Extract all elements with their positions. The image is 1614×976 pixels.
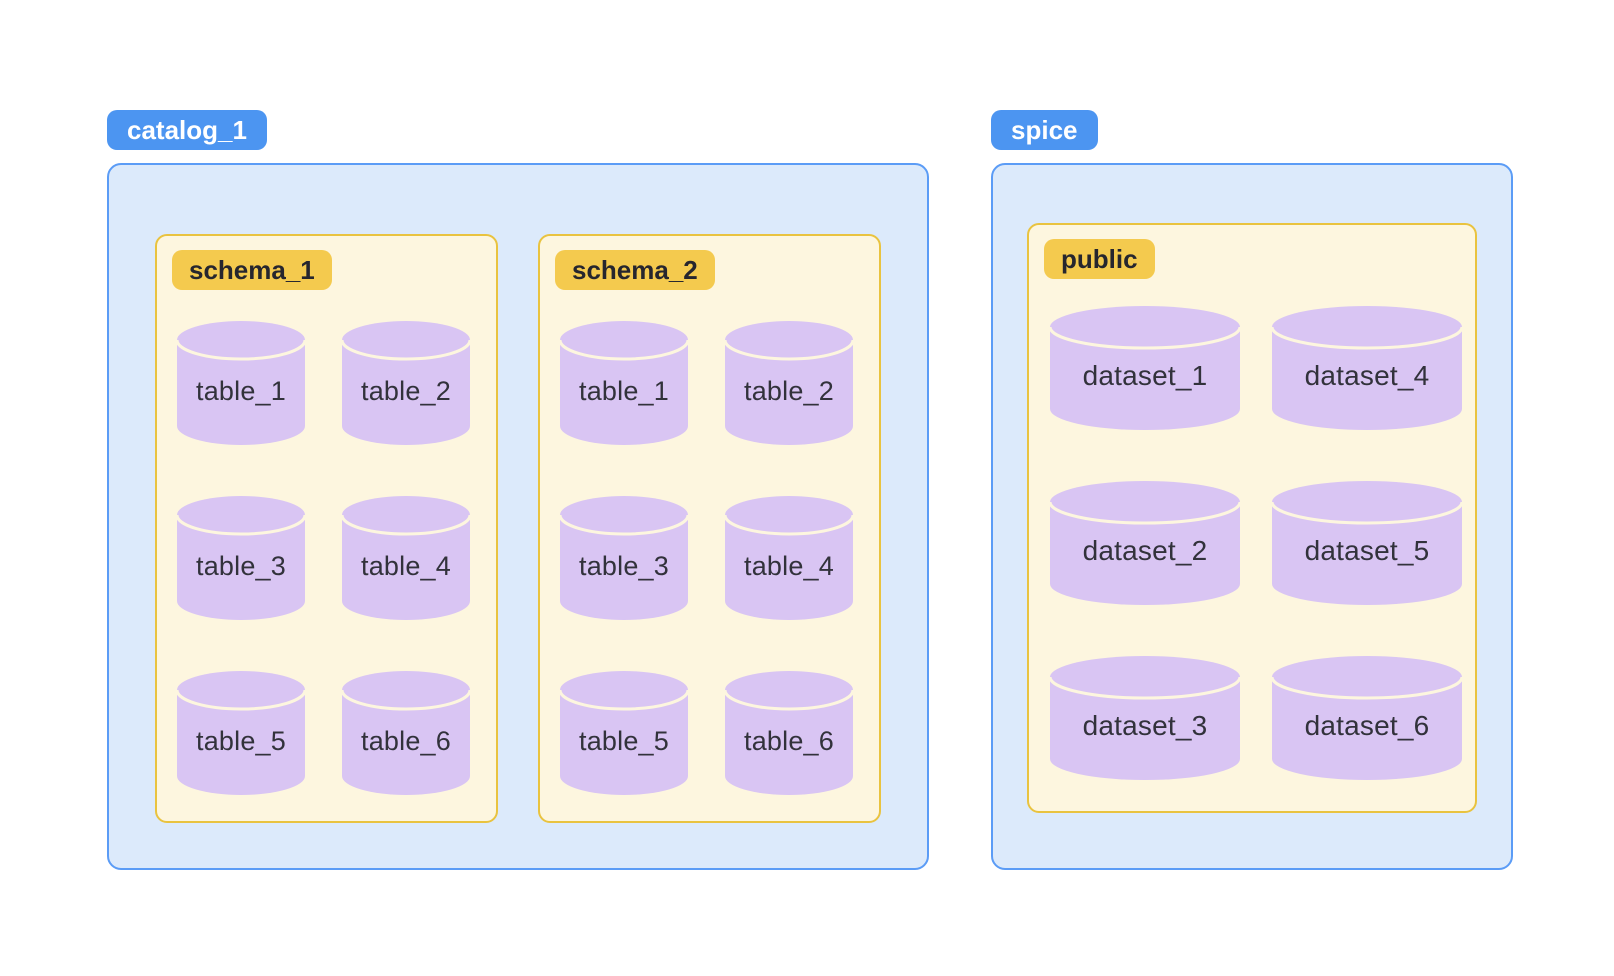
public-datasets-grid: dataset_1 dataset_2 dataset_3 dataset_4 (1050, 306, 1462, 780)
table-cylinder: table_2 (725, 321, 853, 445)
database-cylinder-icon (725, 321, 853, 445)
spice-badge: spice (991, 110, 1098, 150)
cylinder-label: dataset_6 (1304, 710, 1430, 741)
catalog-1-badge: catalog_1 (107, 110, 267, 150)
catalog-1-section: catalog_1 schema_1 table_1 table_2 table (107, 110, 929, 870)
database-cylinder-icon (1272, 481, 1462, 605)
cylinder-label: dataset_1 (1082, 360, 1208, 391)
cylinder-label: table_2 (361, 375, 451, 406)
cylinder-label: dataset_4 (1304, 360, 1430, 391)
dataset-cylinder: dataset_2 (1050, 481, 1240, 605)
database-cylinder-icon (177, 671, 305, 795)
table-cylinder: table_5 (560, 671, 688, 795)
database-cylinder-icon (342, 496, 470, 620)
database-cylinder-icon (1050, 656, 1240, 780)
schema-1-badge: schema_1 (172, 250, 332, 290)
cylinder-label: table_4 (744, 550, 834, 581)
table-cylinder: table_4 (725, 496, 853, 620)
table-cylinder: table_2 (342, 321, 470, 445)
cylinder-label: table_4 (361, 550, 451, 581)
schema-2-box: schema_2 table_1 table_2 table_3 (538, 234, 881, 823)
dataset-cylinder: dataset_4 (1272, 306, 1462, 430)
database-cylinder-icon (1272, 306, 1462, 430)
spice-section: spice public dataset_1 dataset_2 dataset (991, 110, 1513, 870)
database-cylinder-icon (177, 321, 305, 445)
cylinder-label: table_6 (361, 725, 451, 756)
database-cylinder-icon (1050, 481, 1240, 605)
cylinder-label: table_3 (196, 550, 286, 581)
database-cylinder-icon (342, 671, 470, 795)
schema-1-tables-grid: table_1 table_2 table_3 table_4 (177, 321, 481, 795)
cylinder-label: dataset_3 (1082, 710, 1208, 741)
public-badge: public (1044, 239, 1155, 279)
catalog-1-container: schema_1 table_1 table_2 table_3 (107, 163, 929, 870)
table-cylinder: table_4 (342, 496, 470, 620)
database-cylinder-icon (560, 496, 688, 620)
cylinder-label: table_1 (196, 375, 286, 406)
table-cylinder: table_6 (342, 671, 470, 795)
schema-2-badge: schema_2 (555, 250, 715, 290)
cylinder-label: table_6 (744, 725, 834, 756)
table-cylinder: table_1 (177, 321, 305, 445)
database-cylinder-icon (560, 671, 688, 795)
database-cylinder-icon (342, 321, 470, 445)
cylinder-label: table_3 (579, 550, 669, 581)
table-cylinder: table_3 (177, 496, 305, 620)
table-cylinder: table_3 (560, 496, 688, 620)
table-cylinder: table_6 (725, 671, 853, 795)
schema-1-box: schema_1 table_1 table_2 table_3 (155, 234, 498, 823)
dataset-cylinder: dataset_3 (1050, 656, 1240, 780)
cylinder-label: dataset_5 (1304, 535, 1430, 566)
cylinder-label: table_5 (196, 725, 286, 756)
public-schema-box: public dataset_1 dataset_2 dataset_3 (1027, 223, 1477, 813)
database-cylinder-icon (177, 496, 305, 620)
schema-2-tables-grid: table_1 table_2 table_3 table_4 (560, 321, 864, 795)
database-cylinder-icon (560, 321, 688, 445)
database-cylinder-icon (725, 496, 853, 620)
cylinder-label: table_2 (744, 375, 834, 406)
table-cylinder: table_1 (560, 321, 688, 445)
dataset-cylinder: dataset_1 (1050, 306, 1240, 430)
diagram-canvas: catalog_1 schema_1 table_1 table_2 table (107, 110, 1513, 870)
database-cylinder-icon (1050, 306, 1240, 430)
database-cylinder-icon (1272, 656, 1462, 780)
cylinder-label: table_1 (579, 375, 669, 406)
spice-container: public dataset_1 dataset_2 dataset_3 (991, 163, 1513, 870)
database-cylinder-icon (725, 671, 853, 795)
cylinder-label: table_5 (579, 725, 669, 756)
dataset-cylinder: dataset_6 (1272, 656, 1462, 780)
cylinder-label: dataset_2 (1082, 535, 1208, 566)
table-cylinder: table_5 (177, 671, 305, 795)
dataset-cylinder: dataset_5 (1272, 481, 1462, 605)
